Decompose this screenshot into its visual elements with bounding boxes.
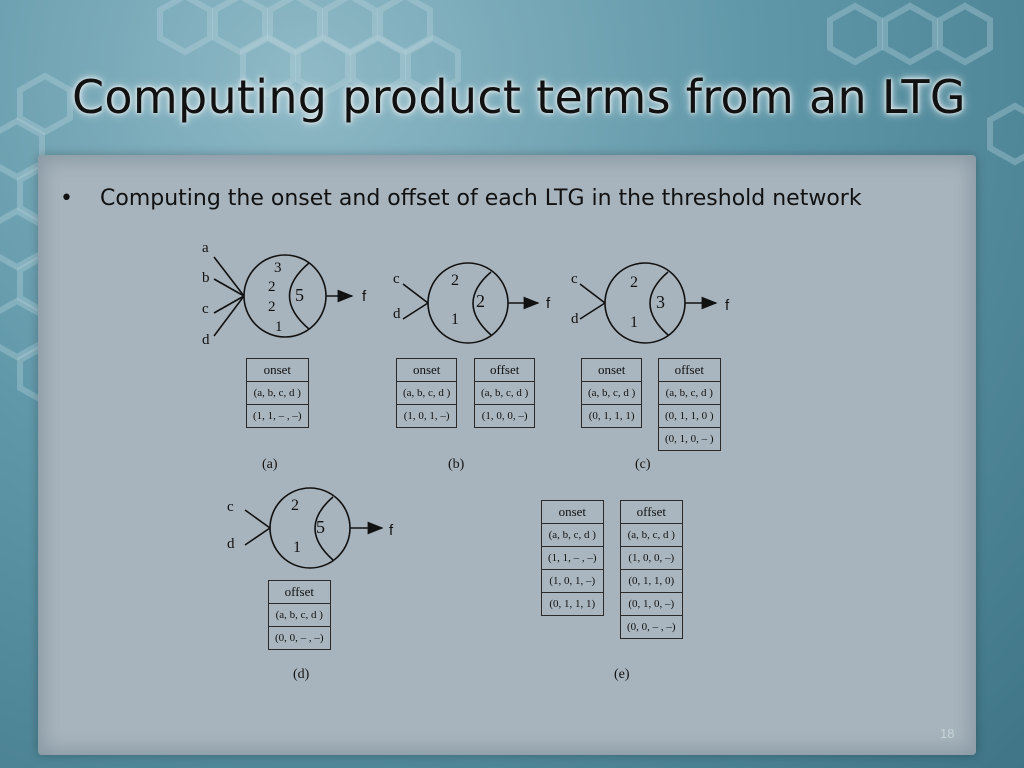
ltg-c-weight: 2 xyxy=(630,274,638,291)
table-cell: (0, 0, – , –) xyxy=(620,615,683,639)
table-cell: (a, b, c, d ) xyxy=(473,381,536,405)
ltg-a-circle xyxy=(243,254,327,338)
table-e-onset: onset (a, b, c, d ) (1, 1, – , –) (1, 0,… xyxy=(541,500,604,616)
table-cell: (a, b, c, d ) xyxy=(246,381,309,405)
ltg-a-weight: 2 xyxy=(268,299,276,315)
table-b-offset: offset (a, b, c, d ) (1, 0, 0, –) xyxy=(473,358,536,428)
ltg-b-threshold: 2 xyxy=(476,291,485,311)
table-cell: (1, 0, 1, –) xyxy=(395,404,458,428)
ltg-b-weight: 1 xyxy=(451,311,459,328)
table-header: onset xyxy=(541,500,604,524)
table-cell: (a, b, c, d ) xyxy=(580,381,643,405)
bullet-marker: • xyxy=(60,186,73,211)
ltg-d-threshold: 5 xyxy=(316,517,325,537)
table-cell: (0, 1, 0, – ) xyxy=(658,427,721,451)
table-cell: (a, b, c, d ) xyxy=(620,523,683,547)
ltg-a-weight: 2 xyxy=(268,279,276,295)
table-header: onset xyxy=(395,358,458,382)
table-cell: (1, 1, – , –) xyxy=(541,546,604,570)
table-cell: (0, 1, 1, 0 ) xyxy=(658,404,721,428)
caption-e: (e) xyxy=(614,667,630,682)
table-header: offset xyxy=(268,580,331,604)
ltg-d-weight: 1 xyxy=(293,539,301,556)
ltg-a-input-b: b xyxy=(202,270,210,286)
slide-number: 18 xyxy=(940,726,955,741)
table-b-onset: onset (a, b, c, d ) (1, 0, 1, –) xyxy=(395,358,458,428)
table-cell: (0, 1, 1, 0) xyxy=(620,569,683,593)
ltg-a-input-d: d xyxy=(202,332,210,348)
ltg-a-input-a: a xyxy=(202,240,209,256)
table-cell: (a, b, c, d ) xyxy=(541,523,604,547)
ltg-d-input-c: c xyxy=(227,499,234,515)
ltg-c-weight: 1 xyxy=(630,314,638,331)
table-c-offset: offset (a, b, c, d ) (0, 1, 1, 0 ) (0, 1… xyxy=(658,358,721,451)
ltg-c-input-d: d xyxy=(571,311,579,327)
table-cell: (a, b, c, d ) xyxy=(268,603,331,627)
ltg-a-input-c: c xyxy=(202,301,209,317)
caption-c: (c) xyxy=(635,457,651,472)
table-cell: (1, 0, 0, –) xyxy=(473,404,536,428)
ltg-d-weight: 2 xyxy=(291,497,299,514)
ltg-b-input-d: d xyxy=(393,306,401,322)
table-d-offset: offset (a, b, c, d ) (0, 0, – , –) xyxy=(268,580,331,650)
table-cell: (0, 1, 0, –) xyxy=(620,592,683,616)
table-header: onset xyxy=(246,358,309,382)
ltg-a-output: f xyxy=(362,288,367,305)
content-panel xyxy=(38,155,976,755)
caption-d: (d) xyxy=(293,667,310,682)
bullet-text: Computing the onset and offset of each L… xyxy=(100,186,862,211)
ltg-a-threshold-arc xyxy=(288,262,310,330)
table-cell: (0, 0, – , –) xyxy=(268,626,331,650)
table-cell: (0, 1, 1, 1) xyxy=(580,404,643,428)
table-cell: (1, 1, – , –) xyxy=(246,404,309,428)
slide-title: Computing product terms from an LTG xyxy=(72,70,966,124)
table-cell: (a, b, c, d ) xyxy=(658,381,721,405)
caption-b: (b) xyxy=(448,457,465,472)
ltg-d-output: f xyxy=(389,522,394,539)
ltg-d-circle xyxy=(269,487,351,569)
ltg-d-input-d: d xyxy=(227,536,235,552)
ltg-b-circle xyxy=(427,262,509,344)
ltg-a-weight: 1 xyxy=(275,319,283,335)
table-cell: (a, b, c, d ) xyxy=(395,381,458,405)
table-header: offset xyxy=(473,358,536,382)
table-header: offset xyxy=(620,500,683,524)
ltg-c-output: f xyxy=(725,297,730,314)
ltg-a-threshold: 5 xyxy=(295,285,304,305)
table-a-onset: onset (a, b, c, d ) (1, 1, – , –) xyxy=(246,358,309,428)
table-c-onset: onset (a, b, c, d ) (0, 1, 1, 1) xyxy=(580,358,643,428)
table-header: onset xyxy=(580,358,643,382)
table-cell: (1, 0, 0, –) xyxy=(620,546,683,570)
table-cell: (0, 1, 1, 1) xyxy=(541,592,604,616)
ltg-b-weight: 2 xyxy=(451,272,459,289)
ltg-c-input-c: c xyxy=(571,271,578,287)
table-e-offset: offset (a, b, c, d ) (1, 0, 0, –) (0, 1,… xyxy=(620,500,683,639)
table-cell: (1, 0, 1, –) xyxy=(541,569,604,593)
ltg-c-circle xyxy=(604,262,686,344)
table-header: offset xyxy=(658,358,721,382)
ltg-b-output: f xyxy=(546,295,551,312)
ltg-a-weight: 3 xyxy=(274,260,282,276)
ltg-c-threshold: 3 xyxy=(656,292,665,312)
ltg-b-input-c: c xyxy=(393,271,400,287)
caption-a: (a) xyxy=(262,457,278,472)
